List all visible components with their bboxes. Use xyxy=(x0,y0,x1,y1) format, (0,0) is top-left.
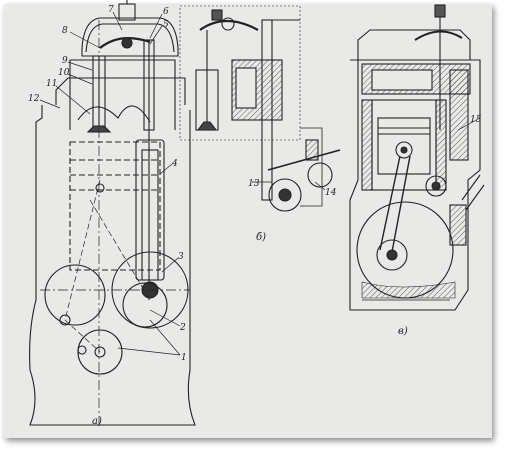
panel-c-labels: 15 в) xyxy=(398,115,482,337)
label-4: 4 xyxy=(171,159,178,169)
label-2: 2 xyxy=(179,323,186,333)
caption-c: в) xyxy=(398,326,408,337)
label-12: 12 xyxy=(28,94,40,104)
label-6: 6 xyxy=(163,7,169,17)
label-14: 14 xyxy=(325,188,337,198)
label-8: 8 xyxy=(62,26,68,36)
panel-a-labels: 7 8 6 5 9 10 11 12 4 3 2 1 a) xyxy=(28,5,187,427)
label-15: 15 xyxy=(470,115,482,125)
panel-b-labels: 13 14 б) xyxy=(248,179,337,243)
caption-b: б) xyxy=(256,232,266,243)
panel-a-drawing xyxy=(29,0,196,428)
label-10: 10 xyxy=(58,68,70,78)
label-13: 13 xyxy=(248,179,260,189)
label-5: 5 xyxy=(163,20,169,30)
label-1: 1 xyxy=(181,353,187,363)
panel-b-drawing xyxy=(179,5,341,212)
label-11: 11 xyxy=(46,79,57,89)
label-7: 7 xyxy=(108,5,114,15)
label-3: 3 xyxy=(178,252,184,262)
caption-a: a) xyxy=(92,416,102,427)
label-9: 9 xyxy=(62,56,68,66)
panel-c-drawing xyxy=(349,4,485,311)
